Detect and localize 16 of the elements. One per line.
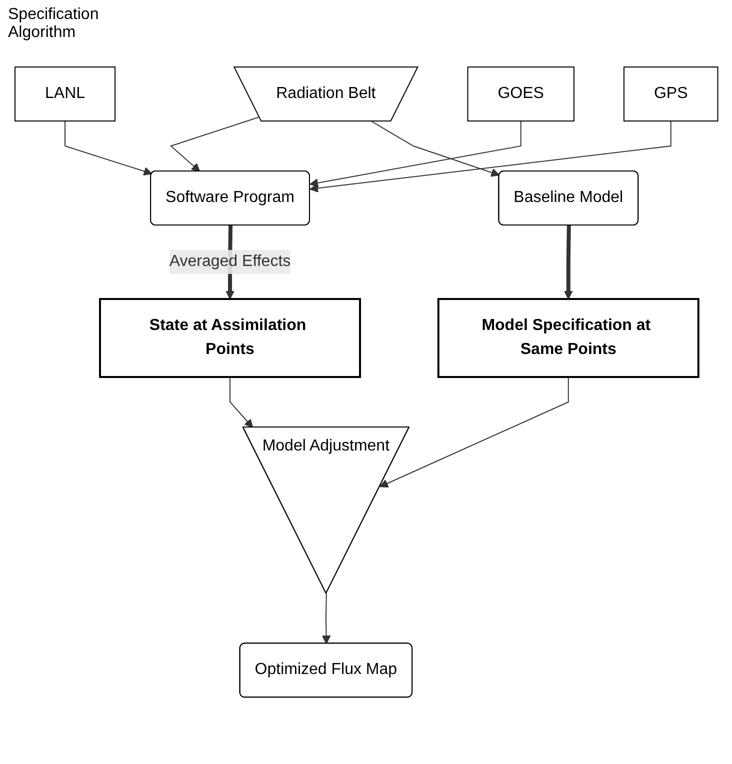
arrow [379,376,568,488]
arrow [564,225,572,300]
node-box: Model Specification at Same Points [437,298,699,378]
edge-label: Averaged Effects [168,252,290,270]
arrow [170,116,260,172]
arrow [309,120,521,188]
note-text: Specification Algorithm [8,6,100,42]
arrow [229,376,253,428]
arrow [64,120,152,176]
node-box: GOES [466,66,574,122]
node-box: LANL [14,66,116,122]
arrow [309,120,671,192]
arrow [370,120,500,177]
node-box: GPS [623,66,718,122]
arrow [321,593,330,644]
node-box: State at Assimilation Points [98,298,361,378]
